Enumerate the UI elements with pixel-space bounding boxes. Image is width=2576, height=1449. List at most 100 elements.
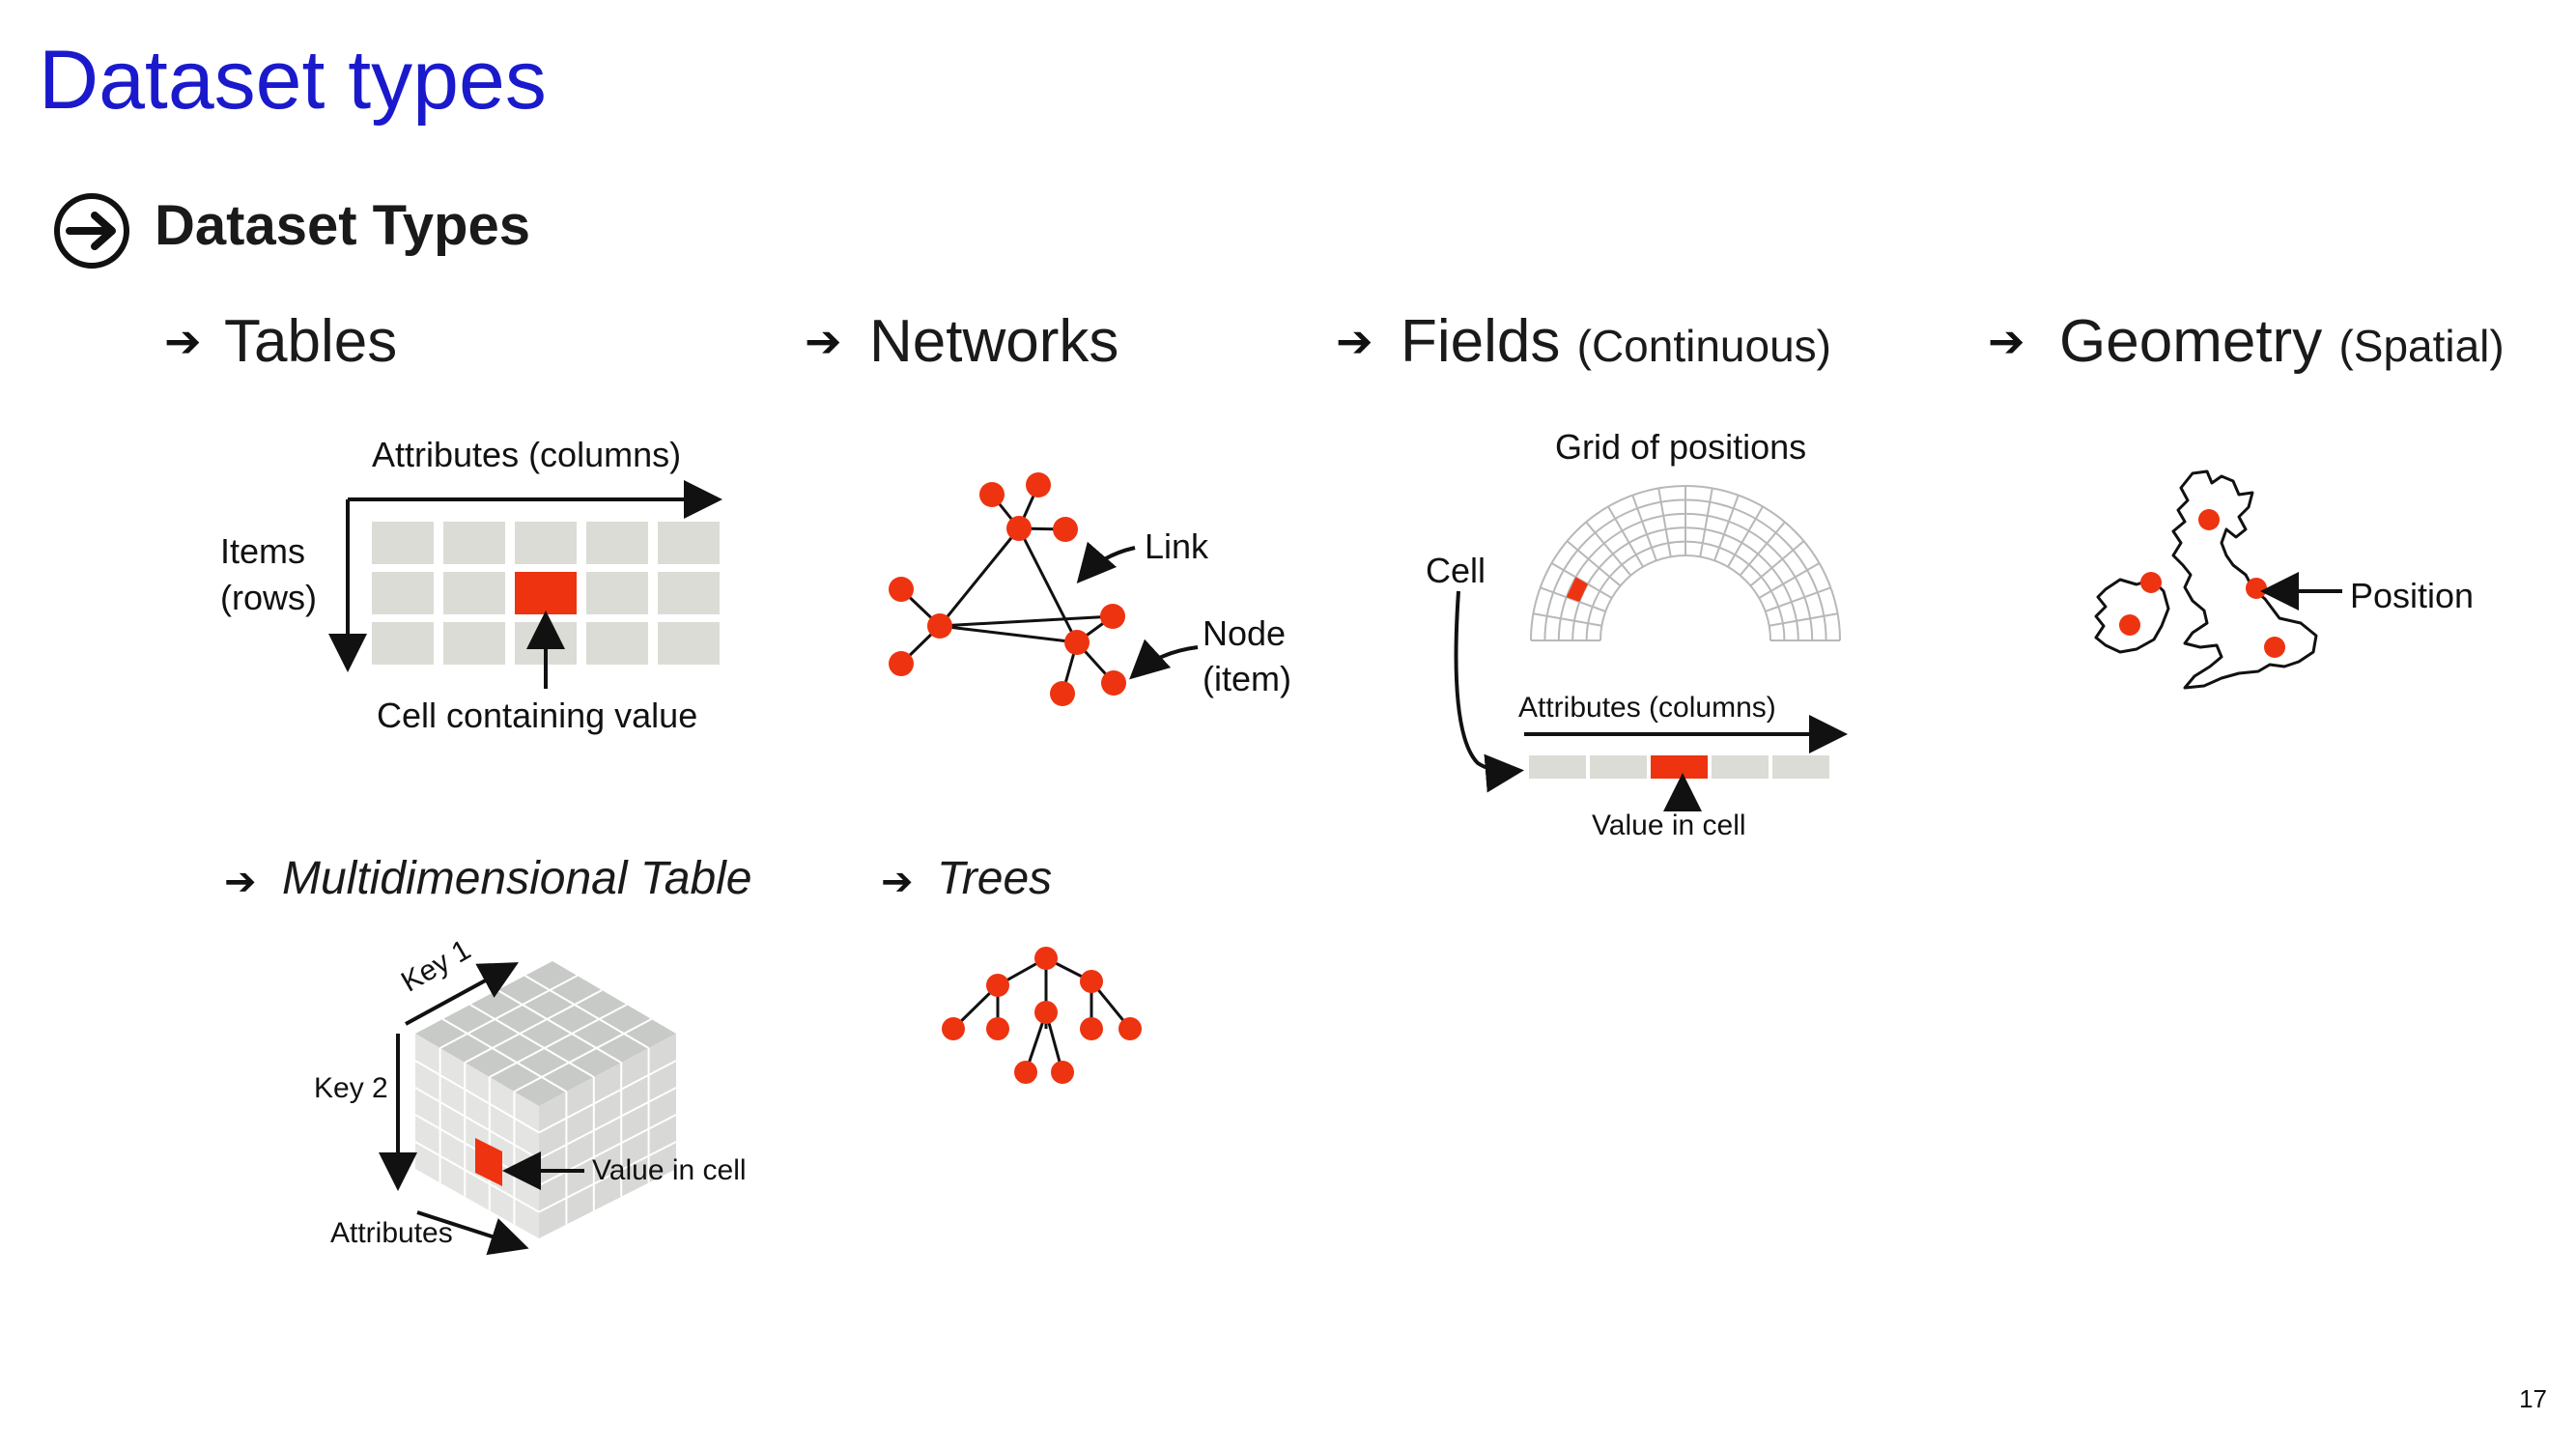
table-cell [515,522,577,564]
network-node [889,651,914,676]
network-node-label: Node [1203,613,1287,653]
section-networks: Networks [869,308,1119,375]
section-fields: Fields (Continuous) [1401,307,1831,376]
fields-grid-label: Grid of positions [1555,427,1807,467]
table-cell [443,522,505,564]
network-diagram [889,472,1199,706]
table-value-cell [515,572,577,614]
cube-gridline [538,1114,677,1187]
tables-diagram [328,480,722,689]
grid-spoke [1739,521,1786,577]
network-node [1006,516,1032,541]
grid-spoke [1758,562,1821,599]
network-node [979,482,1005,507]
tables-attributes-label: Attributes (columns) [372,435,682,474]
multidim-cube [379,961,677,1256]
cube-gridline [469,1004,595,1078]
fields-value-label: Value in cell [1592,810,1746,841]
cell-curve-arrow [1454,590,1524,793]
section-fields-qualifier: (Continuous) [1576,321,1831,371]
fields-attributes-label: Attributes (columns) [1518,692,1776,724]
md-attributes-label: Attributes [330,1217,453,1249]
bullet-arrow-icon: ➔ [1988,316,2025,366]
table-cell [586,522,648,564]
circle-arrow-icon [54,193,129,269]
cube-gridline [414,1141,540,1213]
tree-node [986,1017,1009,1040]
md-key2-label: Key 2 [314,1072,388,1104]
tree-node [1034,947,1058,970]
map-point [2140,572,2162,593]
tree-node [1051,1061,1074,1084]
network-node [1101,670,1126,696]
great-britain-outline [2171,469,2318,690]
strip-value-cell [1651,755,1708,779]
map-point [2198,509,2220,530]
table-cell [443,572,505,614]
geometry-map [2094,469,2318,690]
cube-gridline [513,1018,652,1093]
tree-node [942,1017,965,1040]
bullet-arrow-icon: ➔ [224,861,257,903]
cube-value-cell [475,1138,502,1186]
slide-title: Dataset types [39,34,547,127]
attributes-arrow [416,1210,529,1256]
tree-node [1034,1001,1058,1024]
section-heading: Dataset Types [155,194,530,257]
cube-gridline [414,1060,540,1134]
key1-arrow [405,962,520,1026]
section-geometry: Geometry (Spatial) [2059,307,2505,376]
table-cell [586,622,648,665]
table-cell [658,572,720,614]
table-cell [372,572,434,614]
cube-gridline [524,975,650,1049]
tree-node [1080,970,1103,993]
map-point [2246,578,2267,599]
cube-gridline [538,1141,677,1213]
bullet-arrow-icon: ➔ [164,316,202,366]
table-cell [443,622,505,665]
network-node [1026,472,1051,497]
section-multidim: Multidimensional Table [282,853,752,904]
cube-gridline [464,989,603,1064]
bullet-arrow-icon: ➔ [881,861,914,903]
cube-gridline [441,1018,567,1093]
network-node [1100,604,1125,629]
tables-rows-label: (rows) [220,578,317,617]
strip-cell [1590,755,1647,779]
tables-items-label: Items [220,531,306,571]
network-node [1053,517,1078,542]
network-node [927,613,952,639]
grid-spoke [1631,495,1657,561]
table-cell [586,572,648,614]
grid-spoke [1533,612,1602,627]
network-node [1064,630,1090,655]
page-number: 17 [2519,1384,2547,1413]
tables-cell-label: Cell containing value [377,696,698,735]
grid-spoke [1657,488,1672,557]
geometry-points [2119,509,2285,658]
grid-spoke [1607,505,1644,568]
network-node [1050,681,1075,706]
strip-cell [1712,755,1769,779]
network-node [889,577,914,602]
tree-node [1118,1017,1142,1040]
network-item-label: (item) [1203,659,1291,698]
grid-spoke [1765,586,1831,612]
node-pointer-arrow [1129,639,1199,680]
section-geometry-label: Geometry [2059,308,2323,375]
grid-spoke [1699,488,1713,557]
link-pointer-arrow [1076,541,1136,584]
table-cell [372,622,434,665]
cube-gridline [496,989,622,1064]
bullet-arrow-icon: ➔ [1336,316,1373,366]
strip-cell [1529,755,1586,779]
cube-gridline [439,975,579,1049]
table-cell [372,522,434,564]
cube-gridline [538,1060,677,1134]
section-trees: Trees [937,853,1053,904]
table-cell [658,522,720,564]
section-geometry-qualifier: (Spatial) [2338,321,2505,371]
section-fields-label: Fields [1401,308,1561,375]
